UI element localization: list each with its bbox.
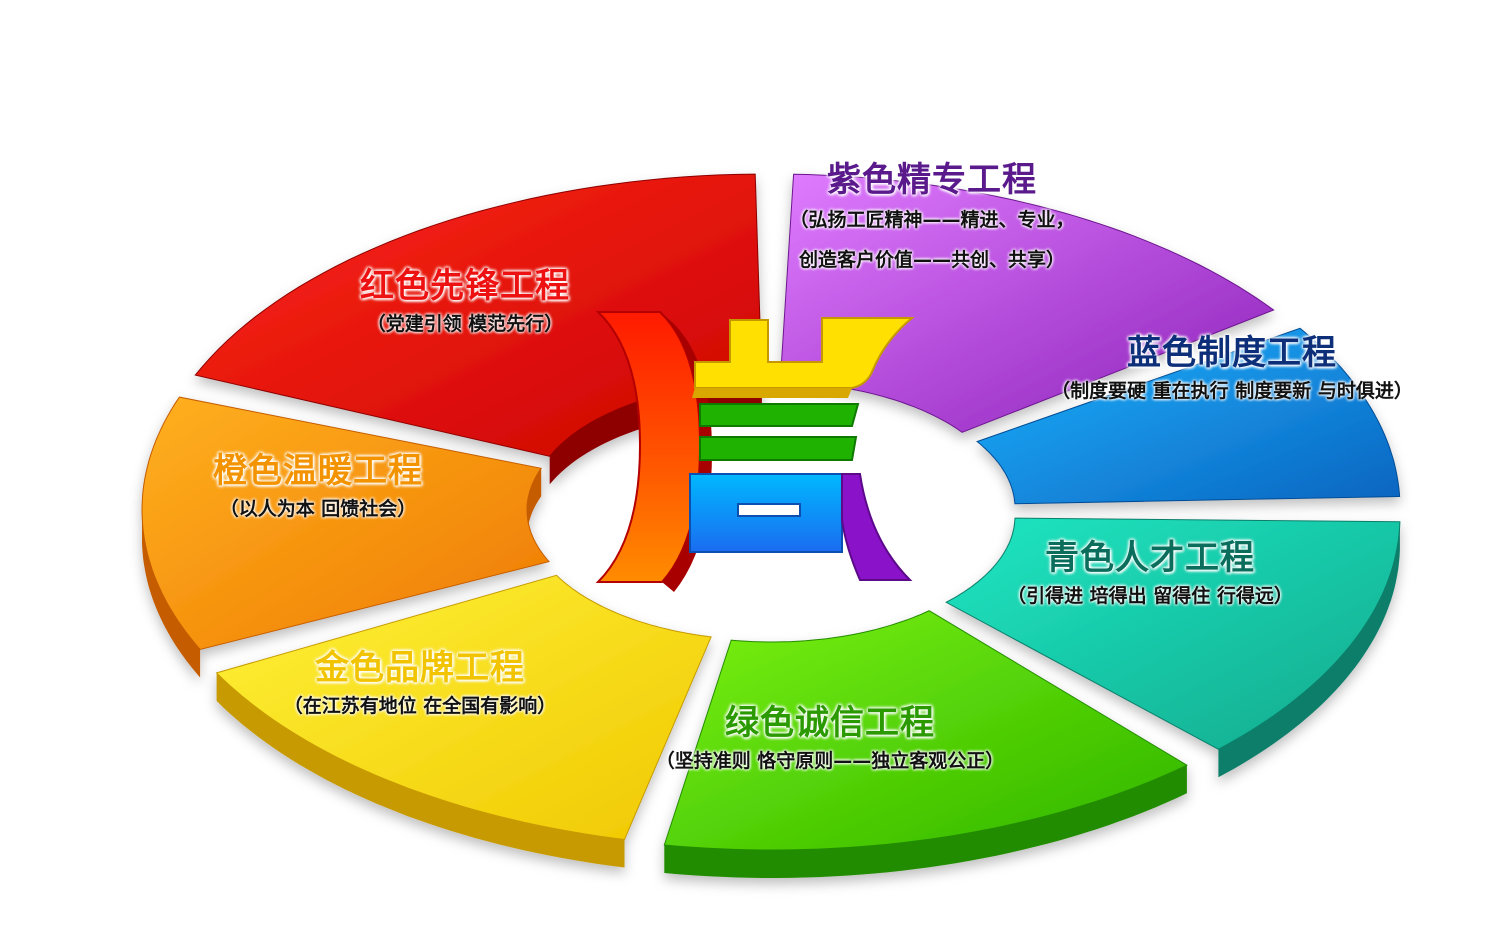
segment-title-orange: 橙色温暖工程 (213, 451, 423, 491)
center-logo-icon (595, 311, 915, 592)
segment-side-orange (142, 510, 201, 678)
segment-top-cyan (945, 517, 1401, 750)
segment-subtitle-orange: （以人为本 回馈社会） (219, 498, 417, 520)
segment-inner-wall-orange (527, 468, 542, 538)
segment-title-cyan: 青色人才工程 (1044, 538, 1255, 578)
segment-blue (976, 327, 1401, 505)
segment-subtitle-green: （坚持准则 恪守原则——独立客观公正） (655, 750, 1005, 772)
label-cyan: 青色人才工程 （引得进 培得出 留得住 行得远） (1007, 530, 1293, 613)
segment-subtitle-red: （党建引领 模范先行） (366, 313, 564, 335)
segment-cyan (945, 517, 1401, 778)
segment-top-gold (215, 574, 712, 841)
segment-orange (141, 396, 550, 678)
segment-top-orange (141, 396, 550, 651)
segment-side-cyan (1218, 521, 1400, 778)
segment-gold (215, 574, 712, 868)
label-red: 红色先锋工程 （党建引领 模范先行） (360, 258, 570, 341)
segment-title-green: 绿色诚信工程 (725, 703, 935, 743)
segment-top-green (663, 610, 1188, 851)
segment-side-gold (216, 672, 625, 868)
segment-subtitle-purple: 创造客户价值——共创、共享） (798, 248, 1066, 271)
segment-subtitle-gold: （在江苏有地位 在全国有影响） (283, 695, 557, 717)
segment-title-blue: 蓝色制度工程 (1126, 333, 1337, 373)
segment-subtitle-cyan: （引得进 培得出 留得住 行得远） (1007, 585, 1293, 607)
segment-title-gold: 金色品牌工程 (315, 648, 525, 688)
label-orange: 橙色温暖工程 （以人为本 回馈社会） (213, 443, 423, 526)
segment-subtitle-purple: （弘扬工匠精神——精进、专业， (789, 209, 1075, 231)
label-gold: 金色品牌工程 （在江苏有地位 在全国有影响） (284, 640, 557, 723)
label-blue: 蓝色制度工程 （制度要硬 重在执行 制度要新 与时俱进） (1051, 325, 1413, 408)
segment-green (663, 610, 1188, 878)
segment-top-blue (976, 327, 1401, 505)
label-purple: 紫色精专工程 （弘扬工匠精神——精进、专业， 创造客户价值——共创、共享） (789, 152, 1074, 281)
label-green: 绿色诚信工程 （坚持准则 恪守原则——独立客观公正） (656, 695, 1005, 778)
segment-title-purple: 紫色精专工程 (826, 160, 1037, 200)
segment-title-red: 红色先锋工程 (360, 266, 570, 306)
segment-subtitle-blue: （制度要硬 重在执行 制度要新 与时俱进） (1051, 380, 1413, 402)
ring-segments (141, 173, 1401, 878)
